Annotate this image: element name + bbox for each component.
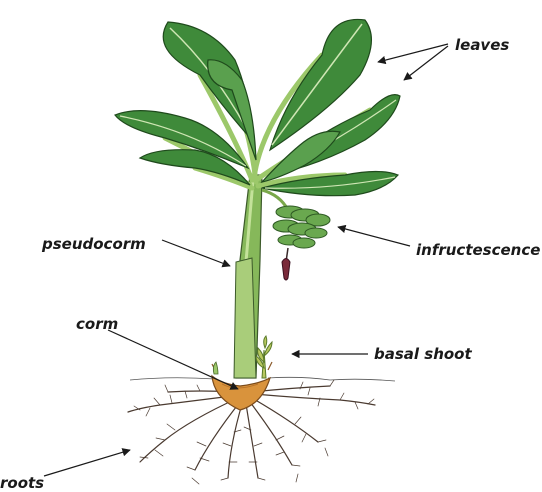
arrow-roots: [44, 450, 130, 476]
arrow-infructescence: [338, 227, 410, 246]
arrow-pseudocorm: [162, 240, 230, 266]
label-basal-shoot: basal shoot: [374, 345, 472, 363]
sprout: [213, 362, 218, 374]
label-pseudocorm: pseudocorm: [42, 235, 146, 253]
arrow-corm: [108, 330, 238, 389]
male-flower-bud: [282, 259, 290, 281]
label-corm: corm: [76, 315, 118, 333]
arrow-leaves-1: [378, 44, 448, 62]
label-leaves: leaves: [455, 36, 509, 54]
label-roots: roots: [0, 474, 44, 492]
label-infructescence: infructescence: [416, 241, 540, 259]
basal-shoot: [256, 336, 272, 378]
arrow-leaves-2: [404, 46, 448, 80]
infructescence: [262, 190, 330, 280]
